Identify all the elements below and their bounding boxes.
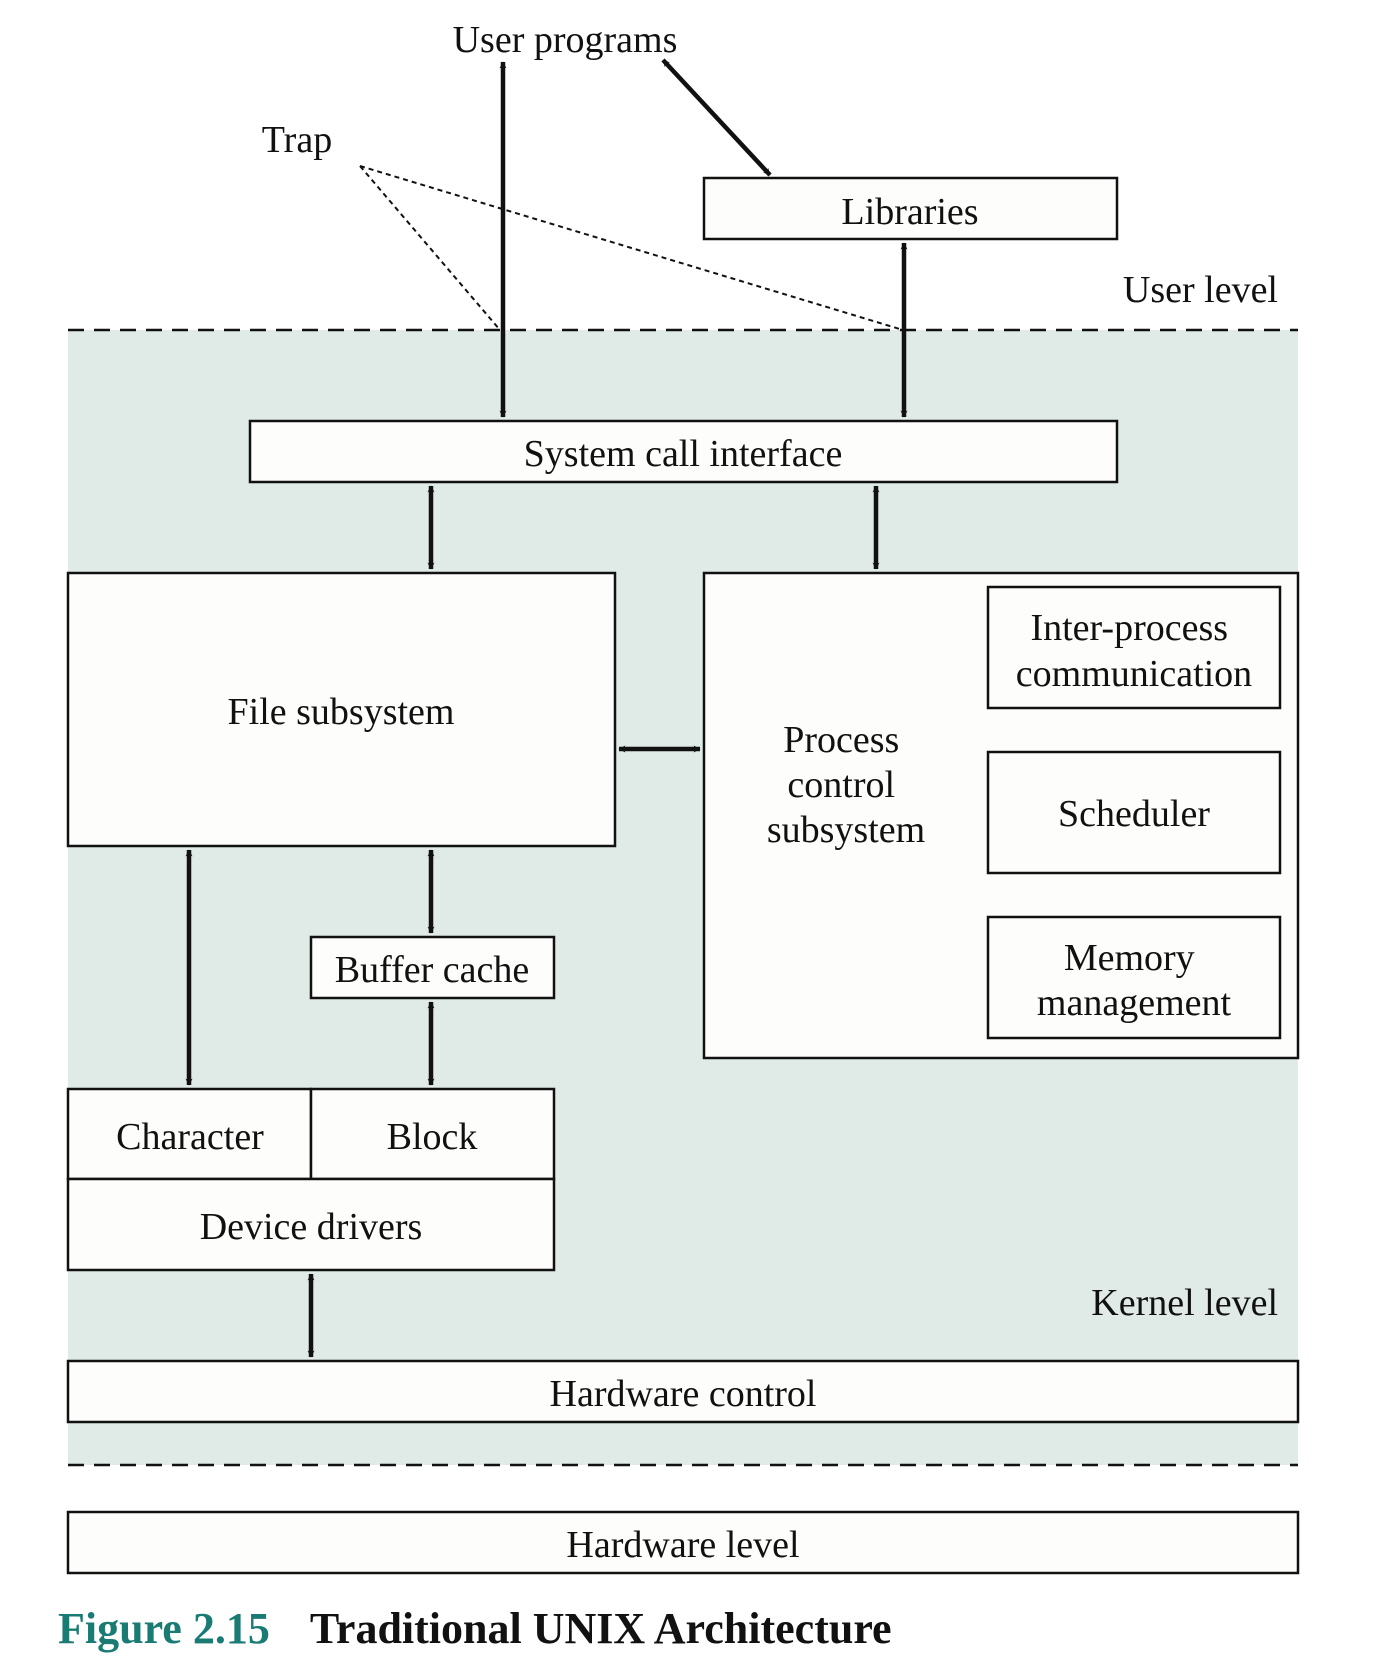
block-label: Block (387, 1116, 478, 1158)
character-box (66, 1087, 313, 1181)
hardware-level-box (66, 1510, 1300, 1575)
libraries-box (702, 176, 1119, 241)
process-control-line-2: control (787, 764, 895, 806)
trap-label: Trap (262, 119, 332, 161)
kernel-level-label: Kernel level (1091, 1282, 1278, 1324)
memory-management-line-1: Memory (1064, 937, 1195, 979)
hardware-control-box (66, 1359, 1300, 1424)
memory-management-box (986, 915, 1282, 1040)
scheduler-box (986, 750, 1282, 875)
device-drivers-box (66, 1177, 556, 1272)
user-level-label: User level (1123, 269, 1278, 311)
system-call-interface-box (248, 419, 1119, 484)
user-programs-label: User programs (453, 19, 678, 61)
file-subsystem-box (66, 571, 617, 848)
hardware-level-label: Hardware level (566, 1524, 799, 1566)
memory-management-label: Memory management (1037, 937, 1232, 1024)
libraries-label: Libraries (841, 191, 978, 233)
memory-management-line-2: management (1037, 982, 1232, 1024)
ipc-line-2: communication (1016, 653, 1252, 695)
character-label: Character (116, 1116, 264, 1158)
arrow-user-programs-to-libraries (661, 58, 772, 177)
scheduler-label: Scheduler (1058, 793, 1210, 835)
ipc-box (986, 585, 1282, 710)
ipc-line-1: Inter-process (1030, 607, 1228, 649)
block-box (309, 1087, 556, 1181)
figure-number: Figure 2.15 (58, 1604, 270, 1653)
figure-title: Traditional UNIX Architecture (309, 1604, 892, 1653)
device-drivers-label: Device drivers (200, 1206, 423, 1248)
system-call-interface-label: System call interface (524, 433, 843, 475)
buffer-cache-box (309, 935, 556, 1000)
buffer-cache-label: Buffer cache (335, 949, 529, 991)
trap-line-right (359, 165, 904, 331)
hardware-control-label: Hardware control (550, 1373, 817, 1415)
trap-line-left (359, 165, 501, 331)
ipc-label: Inter-process communication (1016, 607, 1252, 695)
figure-caption: Figure 2.15 Traditional UNIX Architecture (58, 1603, 892, 1654)
process-control-label: Process control subsystem (767, 719, 925, 851)
process-control-line-3: subsystem (767, 809, 925, 851)
unix-architecture-diagram: User programs Trap User level Kernel lev… (66, 19, 1300, 1575)
process-control-line-1: Process (783, 719, 899, 761)
file-subsystem-label: File subsystem (228, 691, 455, 733)
